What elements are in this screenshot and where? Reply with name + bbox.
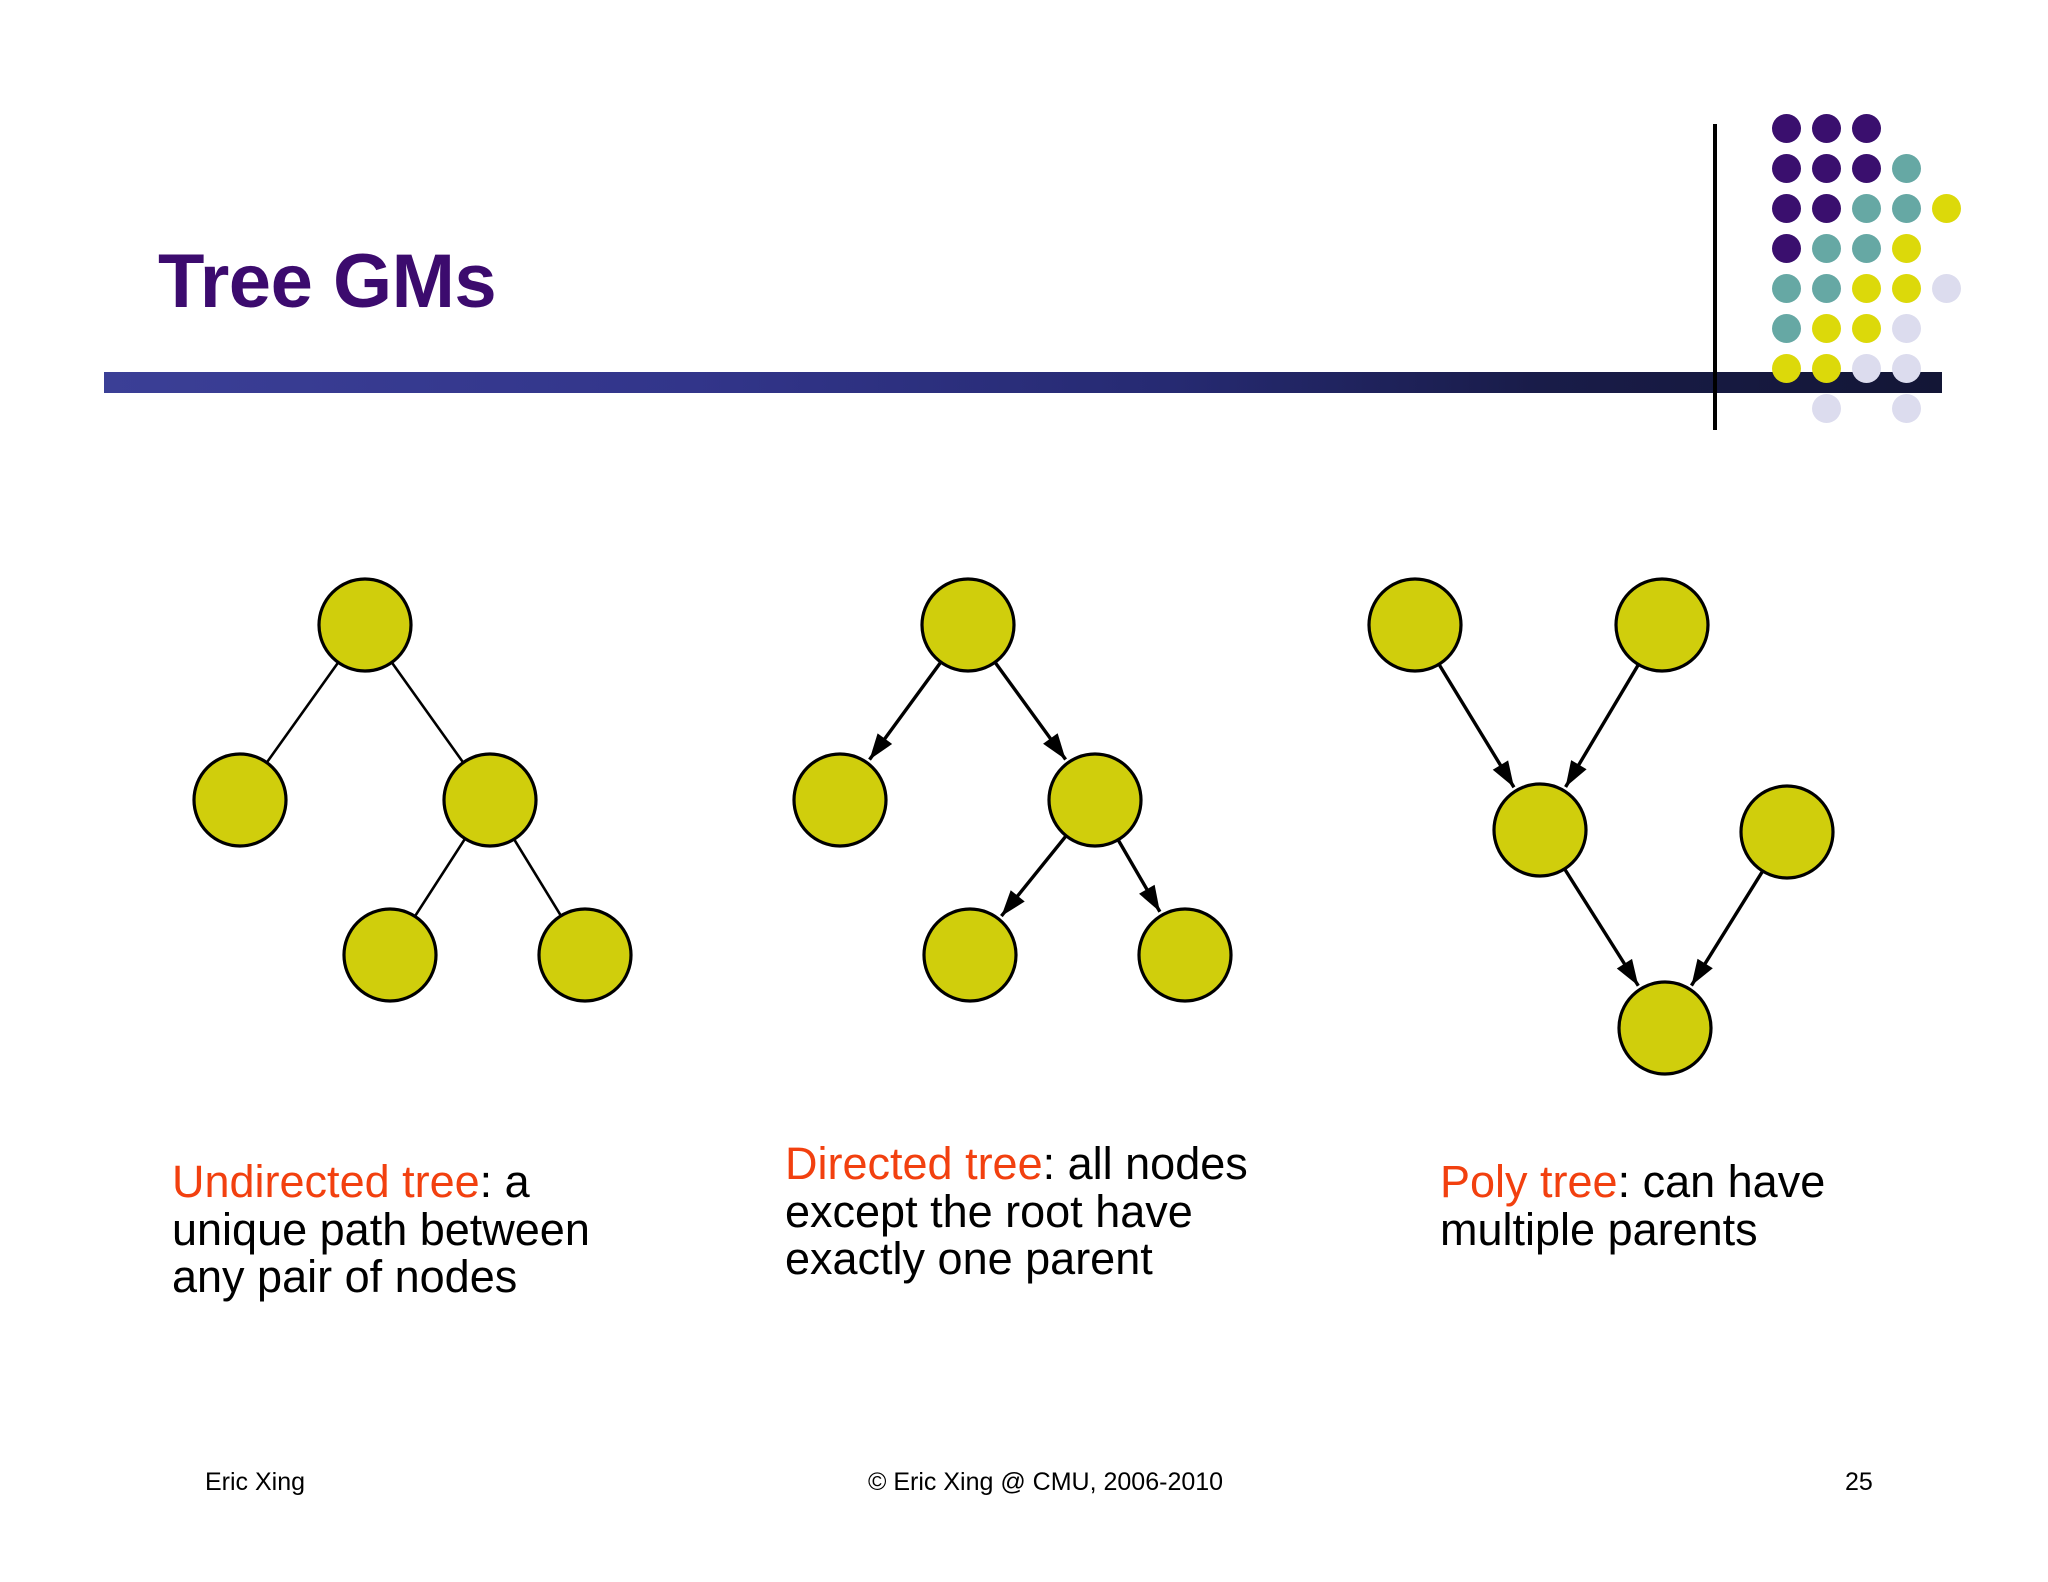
arrowhead-icon [869, 733, 893, 760]
tree-edge [413, 837, 467, 918]
graph-node [342, 907, 438, 1003]
arrowhead-icon [1043, 733, 1066, 760]
grid-dot-purple [1772, 154, 1801, 183]
caption-term-poly: Poly tree [1440, 1156, 1618, 1207]
grid-dot-teal [1892, 194, 1921, 223]
caption-term-undirected: Undirected tree [172, 1156, 480, 1207]
grid-dot-teal [1812, 274, 1841, 303]
arrowhead-icon [1565, 760, 1587, 788]
graph-node [1367, 577, 1463, 673]
grid-dot-purple [1852, 114, 1881, 143]
graph-node [317, 577, 413, 673]
grid-dot-teal [1772, 314, 1801, 343]
directed-tree-svg [792, 577, 1233, 1003]
caption-body-directed: : all nodes except the root have exactly… [785, 1138, 1248, 1285]
undirected-tree-diagram [150, 560, 710, 1125]
graph-node [1137, 907, 1233, 1003]
graph-node [1614, 577, 1710, 673]
grid-dot-teal [1852, 234, 1881, 263]
footer-author: Eric Xing [205, 1468, 306, 1496]
grid-dot-purple [1812, 194, 1841, 223]
caption-directed-tree: Directed tree: all nodes except the root… [785, 1140, 1315, 1283]
graph-node [537, 907, 633, 1003]
graph-node [792, 752, 888, 848]
grid-dot-teal [1852, 194, 1881, 223]
graph-node [1739, 784, 1835, 880]
grid-dot-lavender [1892, 394, 1921, 423]
page-title: Tree GMs [158, 239, 497, 324]
grid-dot-yellow [1772, 354, 1801, 383]
decorative-dot-grid [1772, 114, 2002, 434]
grid-dot-yellow [1892, 234, 1921, 263]
grid-dot-teal [1812, 234, 1841, 263]
grid-dot-yellow [1932, 194, 1961, 223]
graph-node [192, 752, 288, 848]
title-divider-bar [104, 372, 1942, 393]
caption-poly-tree: Poly tree: can have multiple parents [1440, 1158, 1960, 1253]
grid-dot-lavender [1892, 354, 1921, 383]
undirected-tree-svg [192, 577, 633, 1003]
grid-dot-lavender [1852, 354, 1881, 383]
grid-dot-yellow [1852, 314, 1881, 343]
graph-node [1492, 782, 1588, 878]
grid-dot-teal [1892, 154, 1921, 183]
directed-tree-diagram [770, 560, 1330, 1125]
footer-copyright: © Eric Xing @ CMU, 2006-2010 [868, 1468, 1224, 1496]
tree-edge [265, 661, 340, 764]
arrowhead-icon [1691, 958, 1713, 986]
footer-page-number: 25 [1845, 1468, 1873, 1496]
graph-node [442, 752, 538, 848]
grid-dot-lavender [1932, 274, 1961, 303]
grid-dot-yellow [1852, 274, 1881, 303]
graph-node [920, 577, 1016, 673]
grid-dot-purple [1772, 234, 1801, 263]
grid-dot-yellow [1812, 314, 1841, 343]
arrowhead-icon [1001, 890, 1025, 917]
tree-edge [512, 838, 563, 917]
grid-dot-lavender [1892, 314, 1921, 343]
grid-dot-lavender [1812, 394, 1841, 423]
graph-node [1047, 752, 1143, 848]
poly-tree-diagram [1350, 560, 1910, 1125]
poly-tree-svg [1367, 577, 1835, 1076]
grid-dot-purple [1852, 154, 1881, 183]
grid-dot-teal [1772, 274, 1801, 303]
caption-body-poly: : can have multiple parents [1440, 1156, 1826, 1255]
graph-node [922, 907, 1018, 1003]
arrowhead-icon [1139, 884, 1160, 912]
arrowhead-icon [1492, 760, 1514, 788]
tree-edge [390, 661, 465, 764]
grid-dot-purple [1772, 194, 1801, 223]
grid-dot-yellow [1812, 354, 1841, 383]
graph-node [1617, 980, 1713, 1076]
grid-dot-purple [1812, 154, 1841, 183]
arrowhead-icon [1616, 958, 1639, 986]
caption-undirected-tree: Undirected tree: a unique path between a… [172, 1158, 672, 1301]
grid-dot-yellow [1892, 274, 1921, 303]
caption-term-directed: Directed tree [785, 1138, 1043, 1189]
grid-dot-purple [1772, 114, 1801, 143]
header-vertical-rule [1713, 124, 1717, 430]
caption-body-undirected: : a unique path between any pair of node… [172, 1156, 590, 1303]
grid-dot-purple [1812, 114, 1841, 143]
